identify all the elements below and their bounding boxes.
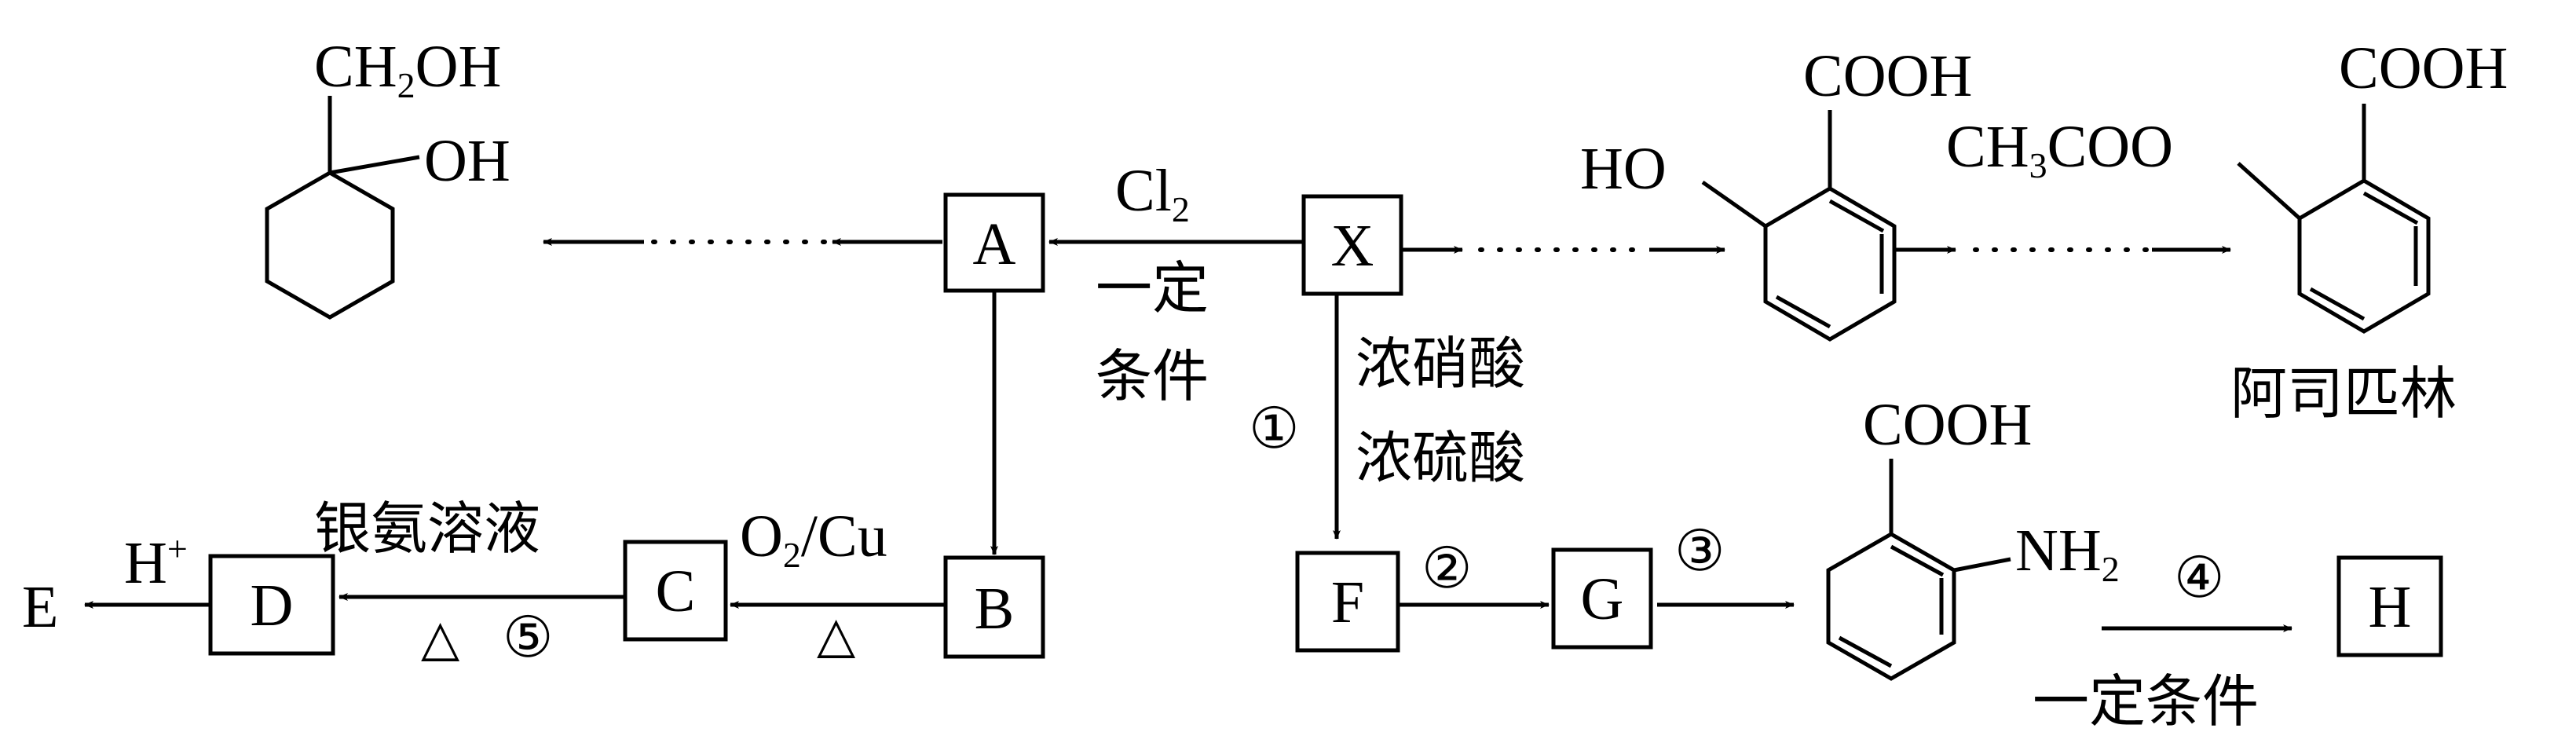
compound-f-box: F bbox=[1295, 551, 1400, 653]
compound-h-box: H bbox=[2336, 555, 2443, 657]
product-e: E bbox=[22, 574, 58, 640]
compound-c-box: C bbox=[623, 540, 728, 642]
condition-line1: 一定 bbox=[1096, 258, 1209, 320]
svg-text:F: F bbox=[1331, 569, 1364, 635]
step-5-label: ⑤ bbox=[503, 606, 554, 669]
acid-h-plus: H+ bbox=[124, 529, 188, 596]
diol-ch2oh-label: CH2OH bbox=[314, 34, 501, 105]
svg-text:G: G bbox=[1581, 566, 1624, 632]
cl2-reagent: Cl2 bbox=[1115, 158, 1190, 229]
aspirin-name: 阿司匹林 bbox=[2230, 363, 2457, 426]
compound-a-box: A bbox=[943, 192, 1045, 293]
salicylic-acid-structure: COOH HO bbox=[1580, 43, 1972, 342]
salicylic-cooh-label: COOH bbox=[1803, 43, 1972, 109]
svg-text:D: D bbox=[251, 573, 294, 639]
aspirin-cooh-label: COOH bbox=[2339, 35, 2508, 101]
svg-text:X: X bbox=[1331, 213, 1374, 279]
step-4-condition: 一定条件 bbox=[2033, 671, 2259, 734]
nitric-acid-reagent: 浓硝酸 bbox=[1356, 333, 1525, 396]
diol-oh-label: OH bbox=[424, 128, 510, 194]
compound-x-box: X bbox=[1301, 194, 1403, 296]
compound-g-box: G bbox=[1551, 547, 1653, 650]
step-2-label: ② bbox=[1422, 537, 1473, 600]
anthranilic-acid-structure: COOH NH2 bbox=[1826, 392, 2120, 681]
o2-cu-reagent: O2/Cu bbox=[740, 503, 887, 575]
svg-text:B: B bbox=[975, 576, 1015, 642]
svg-text:C: C bbox=[656, 558, 696, 624]
sulfuric-acid-reagent: 浓硫酸 bbox=[1356, 427, 1525, 490]
anthranilic-cooh-label: COOH bbox=[1863, 392, 2032, 458]
silver-ammonia-reagent: 银氨溶液 bbox=[314, 498, 540, 561]
step-4-label: ④ bbox=[2174, 547, 2225, 609]
cyclohexane-diol-structure: CH2OH OH bbox=[265, 34, 510, 320]
step-1-label: ① bbox=[1249, 397, 1300, 460]
svg-text:H: H bbox=[2369, 574, 2412, 640]
compound-d-box: D bbox=[208, 554, 335, 656]
aspirin-acetyl-label: CH3COO bbox=[1946, 114, 2173, 185]
anthranilic-nh2-label: NH2 bbox=[2015, 518, 2120, 589]
heat-symbol-2: △ bbox=[421, 610, 460, 666]
svg-text:A: A bbox=[973, 211, 1016, 277]
aspirin-structure: COOH CH3COO 阿司匹林 bbox=[1946, 35, 2508, 426]
step-3-label: ③ bbox=[1674, 520, 1725, 583]
salicylic-ho-label: HO bbox=[1580, 136, 1667, 202]
heat-symbol-1: △ bbox=[817, 607, 856, 663]
compound-b-box: B bbox=[943, 555, 1045, 659]
condition-line2: 条件 bbox=[1096, 346, 1209, 408]
